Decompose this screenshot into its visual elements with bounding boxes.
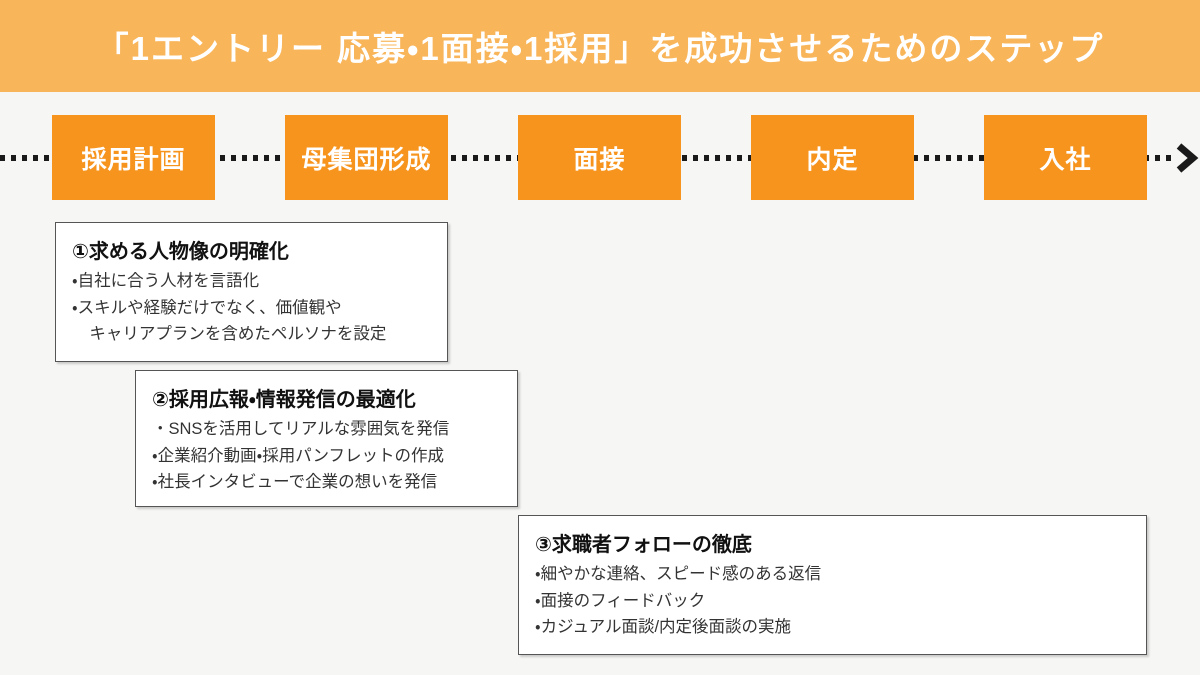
detail-box-title: ②採用広報・情報発信の最適化 xyxy=(152,389,416,411)
detail-box-item: ・カジュアル面談/内定後面談の実施 xyxy=(535,618,792,637)
step-label: 母集団形成 xyxy=(301,145,432,174)
step-box-joining: 入社 xyxy=(984,115,1147,200)
step-box-interview: 面接 xyxy=(518,115,681,200)
step-box-candidate-pool: 母集団形成 xyxy=(285,115,448,200)
arrow-right-icon xyxy=(1172,142,1200,174)
detail-box-item: ・面接のフィードバック xyxy=(535,591,706,610)
detail-box-item: ・企業紹介動画・採用パンフレットの作成 xyxy=(152,446,445,465)
detail-box-item: ・自社に合う人材を言語化 xyxy=(72,272,260,290)
detail-box-title: ①求める人物像の明確化 xyxy=(72,241,289,263)
arrow-chevron xyxy=(1176,143,1199,173)
step-box-offer: 内定 xyxy=(751,115,914,200)
detail-box-title: ③求職者フォローの徹底 xyxy=(535,534,752,556)
page-title: 「1エントリー 応募・1面接・1採用」を成功させるためのステップ xyxy=(95,30,1105,67)
step-label: 内定 xyxy=(806,145,859,174)
detail-box-item: ・細やかな連絡、スピード感のある返信 xyxy=(535,565,822,583)
detail-box-item: ・社長インタビューで企業の想いを発信 xyxy=(152,473,438,492)
title-banner: 「1エントリー 応募・1面接・1採用」を成功させるためのステップ xyxy=(0,0,1200,92)
detail-box-follow-up: ③求職者フォローの徹底 ・細やかな連絡、スピード感のある返信 ・面接のフィードバ… xyxy=(518,515,1147,655)
step-label: 採用計画 xyxy=(81,145,186,174)
detail-box-item: ・SNSを活用してリアルな雰囲気を発信 xyxy=(152,420,450,438)
step-label: 入社 xyxy=(1039,145,1092,174)
detail-box-persona: ①求める人物像の明確化 ・自社に合う人材を言語化 ・スキルや経験だけでなく、価値… xyxy=(55,222,448,362)
step-box-recruitment-plan: 採用計画 xyxy=(52,115,215,200)
step-label: 面接 xyxy=(573,145,626,174)
detail-box-item: ・スキルや経験だけでなく、価値観や キャリアプランを含めたペルソナを設定 xyxy=(72,298,387,344)
detail-box-pr: ②採用広報・情報発信の最適化 ・SNSを活用してリアルな雰囲気を発信 ・企業紹介… xyxy=(135,370,518,507)
